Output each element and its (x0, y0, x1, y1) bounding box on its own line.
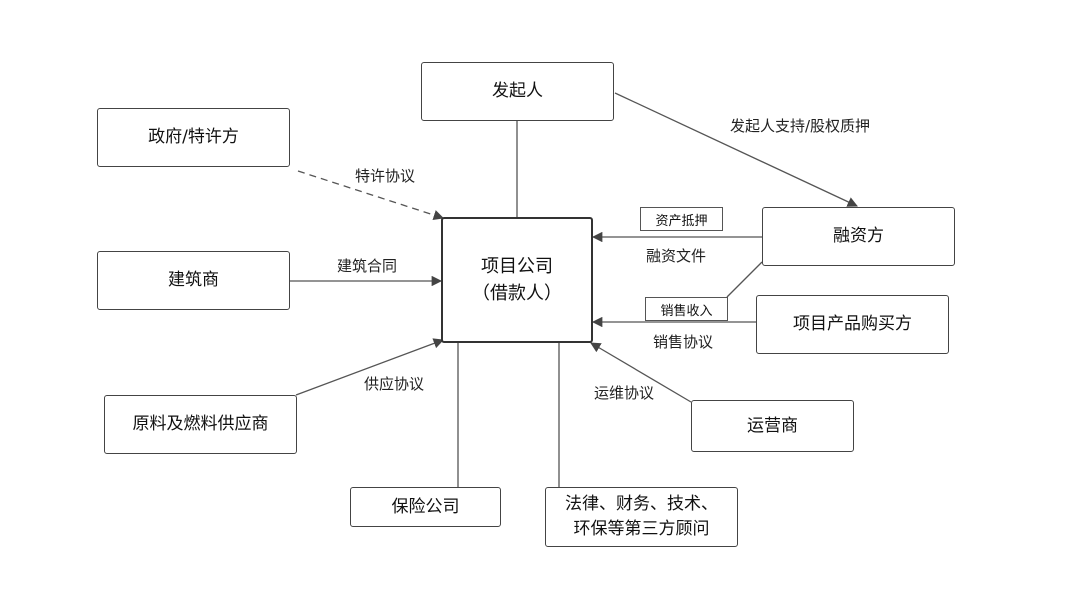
project-label-line1: 项目公司 (481, 256, 553, 277)
sales-income-tag: 销售收入 (645, 297, 728, 321)
operator-label: 运营商 (747, 415, 798, 436)
buyer-node: 项目产品购买方 (756, 295, 949, 354)
operator-project-arrow (590, 342, 692, 403)
sales-income-label: 销售收入 (660, 303, 713, 319)
advisors-node: 法律、财务、技术、 环保等第三方顾问 (545, 487, 738, 547)
construction-label: 建筑合同 (337, 257, 398, 275)
contractor-node: 建筑商 (97, 251, 290, 310)
insurer-node: 保险公司 (350, 487, 501, 527)
government-label: 政府/特许方 (148, 127, 239, 148)
asset-pledge-tag: 资产抵押 (640, 207, 723, 231)
advisors-label-line2: 环保等第三方顾问 (573, 519, 710, 539)
sponsor-label: 发起人 (492, 81, 543, 102)
financing-docs-label: 融资文件 (646, 247, 707, 265)
sponsor-financier-arrow (614, 92, 858, 207)
project-label-line2: （借款人） (472, 283, 562, 304)
financier-node: 融资方 (762, 207, 955, 266)
concession-label: 特许协议 (355, 167, 416, 185)
project-company-node: 项目公司 （借款人） (441, 217, 593, 343)
insurer-label: 保险公司 (391, 496, 460, 517)
supplier-label: 原料及燃料供应商 (132, 414, 269, 435)
supplier-node: 原料及燃料供应商 (104, 395, 297, 454)
supplier-project-arrow (295, 338, 444, 396)
government-project-arrow (297, 170, 444, 221)
financier-label: 融资方 (833, 226, 884, 247)
contractor-label: 建筑商 (168, 270, 219, 291)
government-node: 政府/特许方 (97, 108, 290, 167)
buyer-label: 项目产品购买方 (793, 314, 912, 335)
advisors-label-line1: 法律、财务、技术、 (565, 494, 718, 515)
om-label: 运维协议 (594, 384, 655, 402)
sales-agreement-label: 销售协议 (653, 333, 714, 351)
operator-node: 运营商 (691, 400, 854, 452)
supply-label: 供应协议 (364, 375, 425, 393)
financier-salesincome-line (726, 261, 763, 298)
sponsor-support-label: 发起人支持/股权质押 (730, 117, 871, 135)
asset-pledge-label: 资产抵押 (655, 213, 708, 229)
sponsor-node: 发起人 (421, 62, 614, 121)
